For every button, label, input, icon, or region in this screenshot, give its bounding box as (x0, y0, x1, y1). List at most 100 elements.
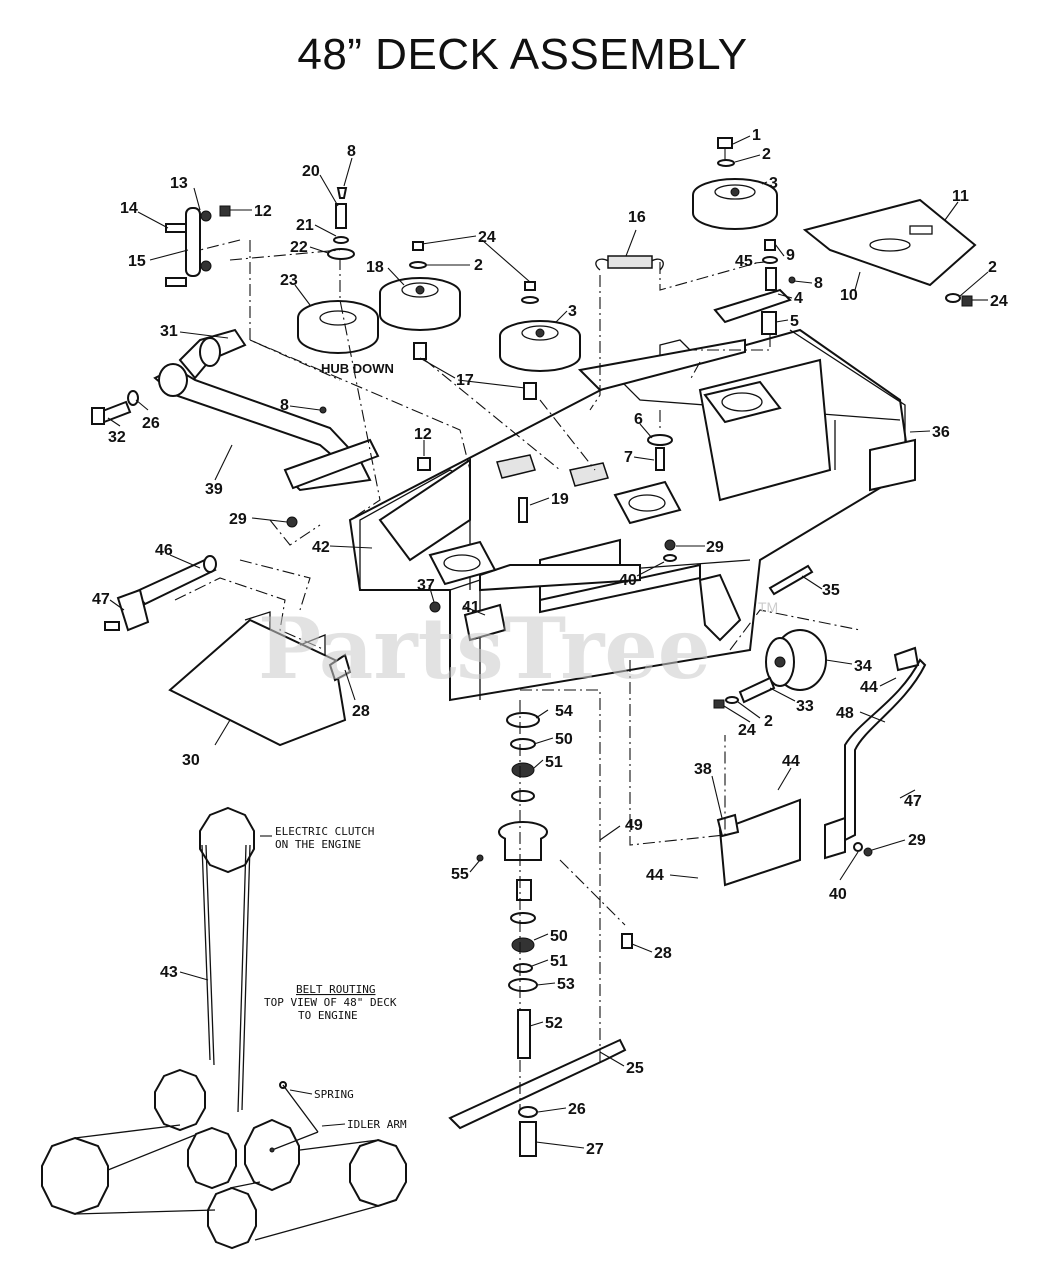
callout-12: 12 (254, 203, 272, 220)
callout-36: 36 (932, 424, 950, 441)
callout-38: 38 (694, 761, 712, 778)
watermark-tm: TM (758, 599, 778, 615)
callout-39: 39 (205, 481, 223, 498)
assembly-dash-lines (174, 239, 861, 1110)
callout-15: 15 (128, 253, 146, 270)
callout-33: 33 (796, 698, 814, 715)
callout-53: 53 (557, 976, 575, 993)
callout-8: 8 (280, 397, 289, 414)
note-electric-clutch-1: ELECTRIC CLUTCH (275, 825, 374, 838)
callout-24: 24 (738, 722, 756, 739)
callout-34: 34 (854, 658, 872, 675)
callout-30: 30 (182, 752, 200, 769)
callout-25: 25 (626, 1060, 644, 1077)
drive-pulley-23 (297, 300, 379, 354)
note-spring: SPRING (314, 1088, 354, 1101)
note-electric-clutch-2: ON THE ENGINE (275, 838, 361, 851)
callout-16: 16 (628, 209, 646, 226)
callout-47: 47 (92, 591, 110, 608)
lift-arm-39 (153, 328, 380, 492)
callout-44: 44 (646, 867, 664, 884)
idler-pulley-3-top (692, 178, 778, 230)
callout-31: 31 (160, 323, 178, 340)
hardware (91, 137, 977, 613)
callout-3: 3 (568, 303, 577, 320)
idler-pulley-18 (379, 277, 461, 331)
callout-21: 21 (296, 217, 314, 234)
callout-13: 13 (170, 175, 188, 192)
note-belt-routing-2: TOP VIEW OF 48" DECK (264, 996, 397, 1009)
callout-24: 24 (478, 229, 496, 246)
shaft-46 (104, 555, 217, 632)
callout-37: 37 (417, 577, 435, 594)
callout-51: 51 (550, 953, 568, 970)
watermark-text: PartsTree (258, 599, 711, 698)
note-hub-down: HUB DOWN (321, 361, 394, 376)
callout-40: 40 (829, 886, 847, 903)
callout-35: 35 (822, 582, 840, 599)
callout-28: 28 (352, 703, 370, 720)
idler-pulley-3-center (499, 320, 581, 372)
callout-46: 46 (155, 542, 173, 559)
callout-29: 29 (706, 539, 724, 556)
callout-47: 47 (904, 793, 922, 810)
belt-routing-diagram (41, 806, 407, 1250)
spindle-assembly (448, 712, 633, 1157)
callout-50: 50 (550, 928, 568, 945)
callout-43: 43 (160, 964, 178, 981)
callout-55: 55 (451, 866, 469, 883)
page-title: 48” DECK ASSEMBLY (297, 30, 748, 79)
discharge-chute-30 (168, 611, 352, 747)
callout-26: 26 (568, 1101, 586, 1118)
callout-8: 8 (347, 143, 356, 160)
callout-48: 48 (836, 705, 854, 722)
gauge-wheel-34 (713, 629, 827, 709)
callout-14: 14 (120, 200, 138, 217)
callout-29: 29 (229, 511, 247, 528)
callout-54: 54 (555, 703, 573, 720)
callout-28: 28 (654, 945, 672, 962)
callout-10: 10 (840, 287, 858, 304)
callout-3: 3 (769, 175, 778, 192)
callout-2: 2 (762, 146, 771, 163)
note-belt-routing-1: BELT ROUTING (296, 983, 375, 996)
callout-44: 44 (782, 753, 800, 770)
callout-51: 51 (545, 754, 563, 771)
callout-5: 5 (790, 313, 799, 330)
callout-52: 52 (545, 1015, 563, 1032)
note-belt-routing-3: TO ENGINE (298, 1009, 358, 1022)
callout-4: 4 (794, 290, 803, 307)
callout-42: 42 (312, 539, 330, 556)
callout-32: 32 (108, 429, 126, 446)
callout-27: 27 (586, 1141, 604, 1158)
callout-2: 2 (474, 257, 483, 274)
callout-44: 44 (860, 679, 878, 696)
callout-19: 19 (551, 491, 569, 508)
callout-7: 7 (624, 449, 633, 466)
callout-22: 22 (290, 239, 308, 256)
callout-12: 12 (414, 426, 432, 443)
leader-lines (107, 135, 989, 1149)
callout-40: 40 (619, 572, 637, 589)
callout-20: 20 (302, 163, 320, 180)
callout-labels: 1 2 3 8 20 13 14 12 15 21 22 24 2 16 9 4… (92, 127, 1008, 1158)
callout-24: 24 (990, 293, 1008, 310)
callout-18: 18 (366, 259, 384, 276)
belt-guard-48 (716, 646, 927, 887)
callout-50: 50 (555, 731, 573, 748)
callout-8: 8 (814, 275, 823, 292)
spindle-plates (428, 380, 782, 586)
callout-17: 17 (456, 372, 474, 389)
callout-41: 41 (462, 599, 480, 616)
callout-9: 9 (786, 247, 795, 264)
callout-23: 23 (280, 272, 298, 289)
callout-6: 6 (634, 411, 643, 428)
note-idler-arm: IDLER ARM (347, 1118, 407, 1131)
callout-1: 1 (752, 127, 761, 144)
callout-49: 49 (625, 817, 643, 834)
callout-26: 26 (142, 415, 160, 432)
callout-11: 11 (952, 188, 969, 205)
callout-29: 29 (908, 832, 926, 849)
callout-2: 2 (764, 713, 773, 730)
